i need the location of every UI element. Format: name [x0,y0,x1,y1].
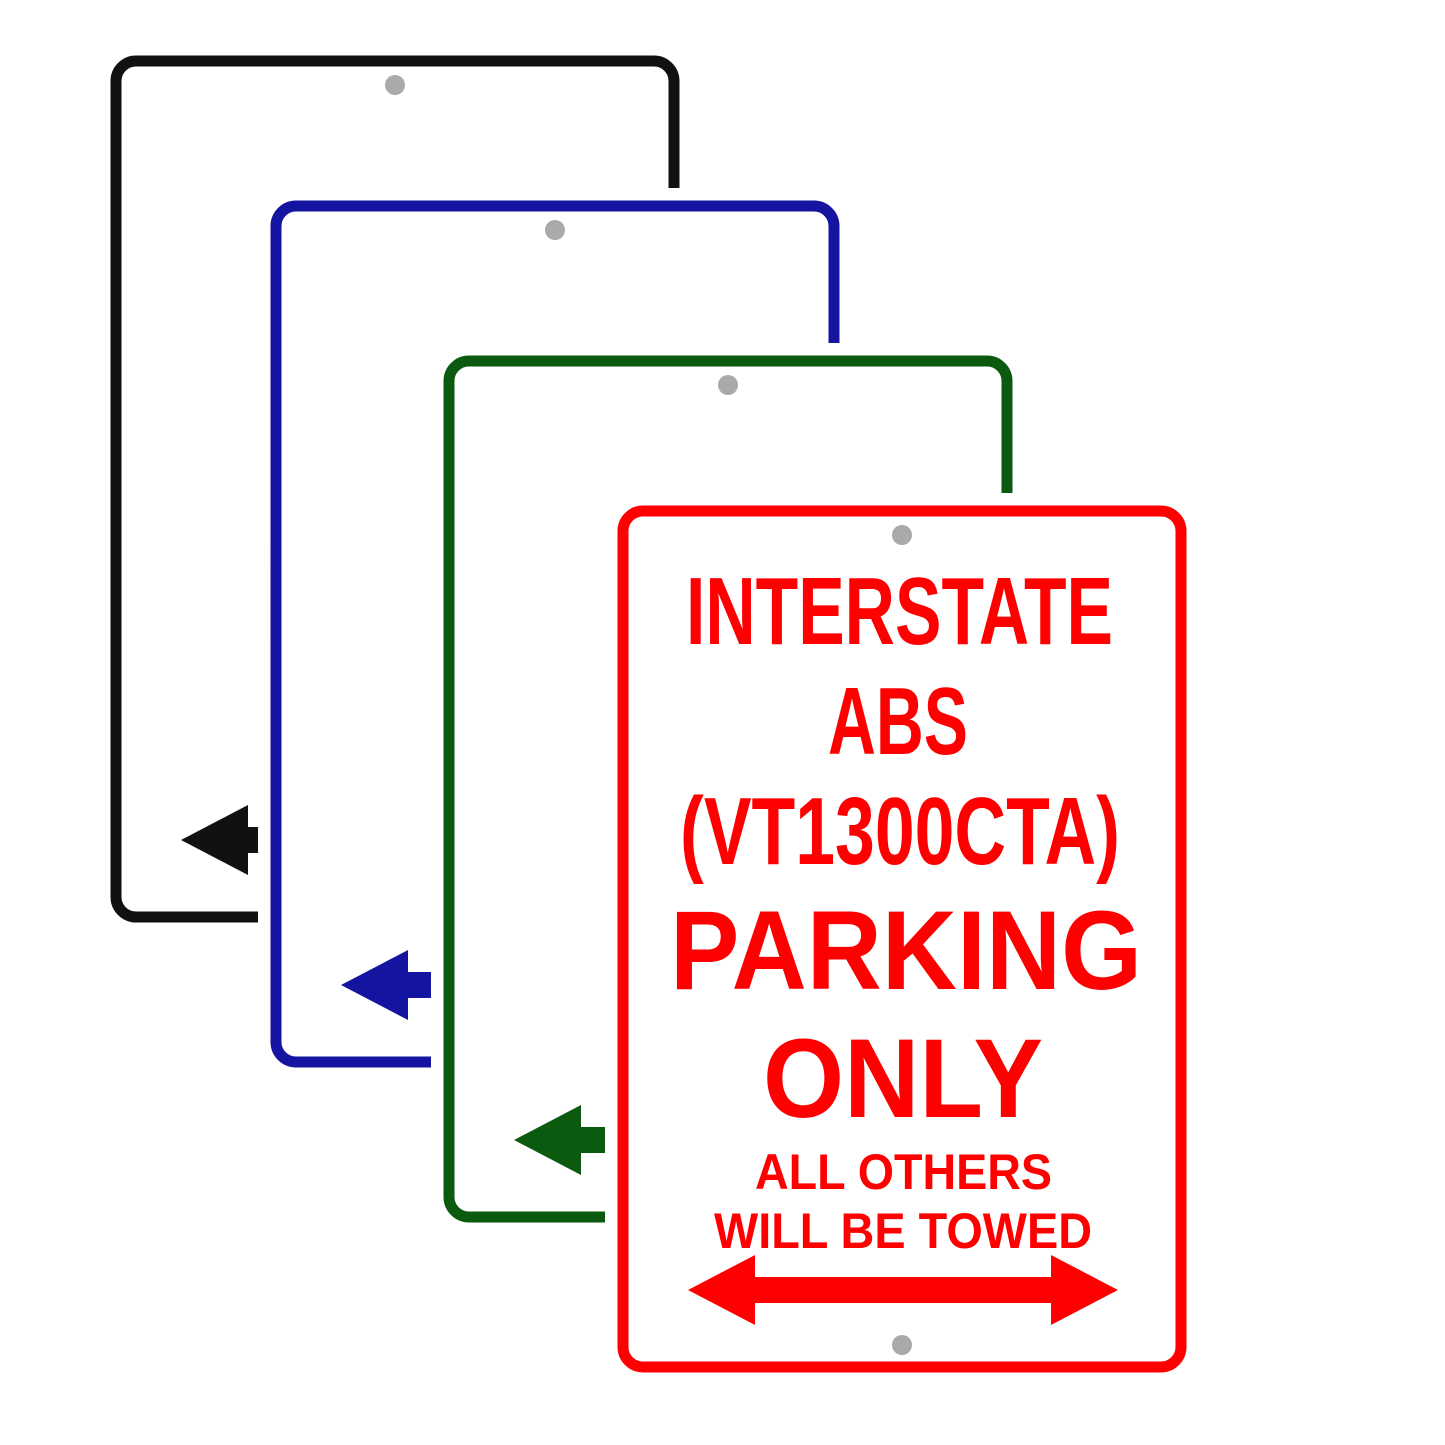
sign-text-line1: INTERSTATE [686,558,1113,665]
mounting-hole-icon [545,220,565,240]
sign-background [605,493,1199,1385]
mounting-hole-icon [385,75,405,95]
double-headed-arrow-icon [688,1255,1118,1325]
mounting-hole-icon [718,375,738,395]
sign-text-line3: (VT1300CTA) [680,778,1120,885]
sign-text-line7: WILL BE TOWED [714,1203,1092,1259]
sign-border [617,505,1187,1373]
mounting-hole-icon [892,525,912,545]
sign-text-line6: ALL OTHERS [755,1144,1052,1200]
sign-text-line5: ONLY [763,1016,1043,1141]
sign-text-line4: PARKING [670,888,1142,1013]
mounting-hole-icon [892,1335,912,1355]
sign-text-line2: ABS [828,668,968,775]
